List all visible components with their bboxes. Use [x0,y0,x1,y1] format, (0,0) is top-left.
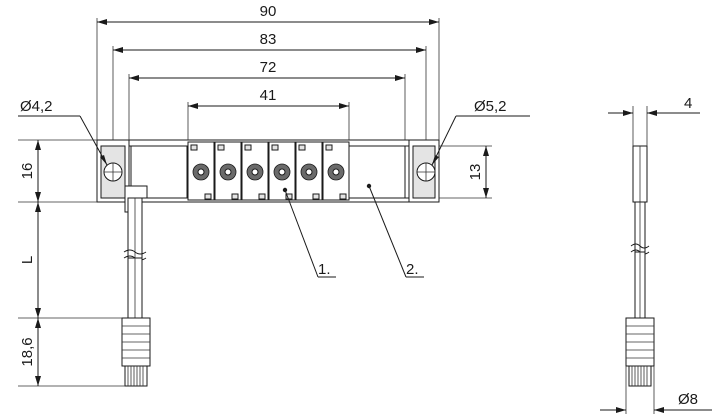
callouts: 1. 2. [284,185,424,278]
cable [123,185,148,321]
left-mounting-bracket [96,139,130,203]
dim-module-section: 41 [260,87,277,104]
body-height-dimension: 13 [439,145,492,199]
module-slot [214,141,242,201]
right-mounting-bracket [408,139,440,203]
dim-connector-length: 18,6 [19,337,36,366]
dim-mounting-hole-left: Ø4,2 [20,98,53,115]
dim-body-length: 72 [260,59,277,76]
side-connector [625,317,655,387]
dim-cable-length: L [19,256,36,264]
side-view: 4 Ø8 [600,95,712,414]
horizontal-dimensions: 90 83 72 41 [96,3,440,140]
dim-height: 16 [19,163,36,180]
module-slot [322,141,350,201]
module-slots [187,141,350,201]
hole-leaders: Ø4,2 Ø5,2 [18,98,530,166]
dim-body-height: 13 [467,164,484,181]
callout-item-2: 2. [406,261,419,278]
callout-item-1: 1. [318,261,331,278]
module-slot [295,141,323,201]
side-thickness-dimension: 4 [608,95,700,146]
module-slot [241,141,269,201]
dim-mounting-hole-right: Ø5,2 [474,98,507,115]
module-slot [187,141,215,201]
dim-side-thickness: 4 [684,95,692,112]
m8-connector [121,317,151,387]
dim-hole-pitch: 83 [260,31,277,48]
connector-diameter-dimension: Ø8 [600,366,712,414]
dim-overall-length: 90 [260,3,277,20]
front-view: 90 83 72 41 Ø4,2 [18,3,530,387]
dim-connector-diameter: Ø8 [678,391,698,408]
vertical-dimensions: 16 L 18,6 [18,139,125,387]
module-slot [268,141,296,201]
